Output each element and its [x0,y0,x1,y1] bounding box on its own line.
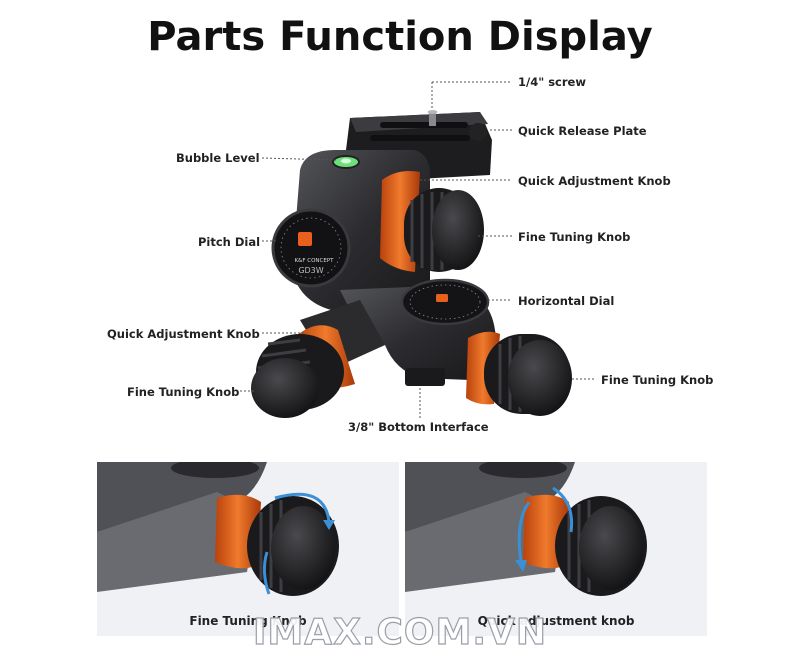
screw-part [427,110,438,126]
label-fine-tuning-knob-left: Fine Tuning Knob [127,385,240,399]
panel-fine-tuning-illustration [97,462,339,596]
panel-caption-quick-adjustment: Quick adjustment knob [477,614,635,628]
label-quick-adjustment-knob-top: Quick Adjustment Knob [518,174,671,188]
label-quick-release-plate: Quick Release Plate [518,124,647,138]
label-fine-tuning-knob-top: Fine Tuning Knob [518,230,631,244]
label-screw: 1/4" screw [518,75,586,89]
label-fine-tuning-knob-right: Fine Tuning Knob [601,373,714,387]
tripod-head-illustration: K&F CONCEPT GD3W [240,81,596,418]
horizontal-dial-part [400,278,490,326]
label-horizontal-dial: Horizontal Dial [518,294,615,308]
bubble-level-part [332,155,360,169]
label-quick-adjustment-knob-left: Quick Adjustment Knob [107,327,260,341]
leader-lines [240,81,596,418]
panel-quick-adjustment: Quick adjustment knob [405,462,707,636]
panel-quick-adjustment-illustration [405,462,647,596]
label-bubble-level: Bubble Level [176,151,260,165]
panel-fine-tuning: Fine Tuning Knob [97,462,399,636]
label-pitch-dial: Pitch Dial [198,235,261,249]
bottom-right-knob [466,331,572,416]
dial-brand-text: K&F CONCEPT [294,258,334,264]
page-title: Parts Function Display [147,14,653,60]
pitch-dial-part: K&F CONCEPT GD3W [271,208,351,288]
top-right-knob [380,171,484,272]
watermark: IMAX.COM.VN [252,611,548,653]
bottom-left-knob [251,325,355,418]
dial-model-text: GD3W [298,266,323,275]
label-bottom-interface: 3/8" Bottom Interface [348,420,489,434]
panel-caption-fine-tuning: Fine Tuning Knob [189,614,307,628]
